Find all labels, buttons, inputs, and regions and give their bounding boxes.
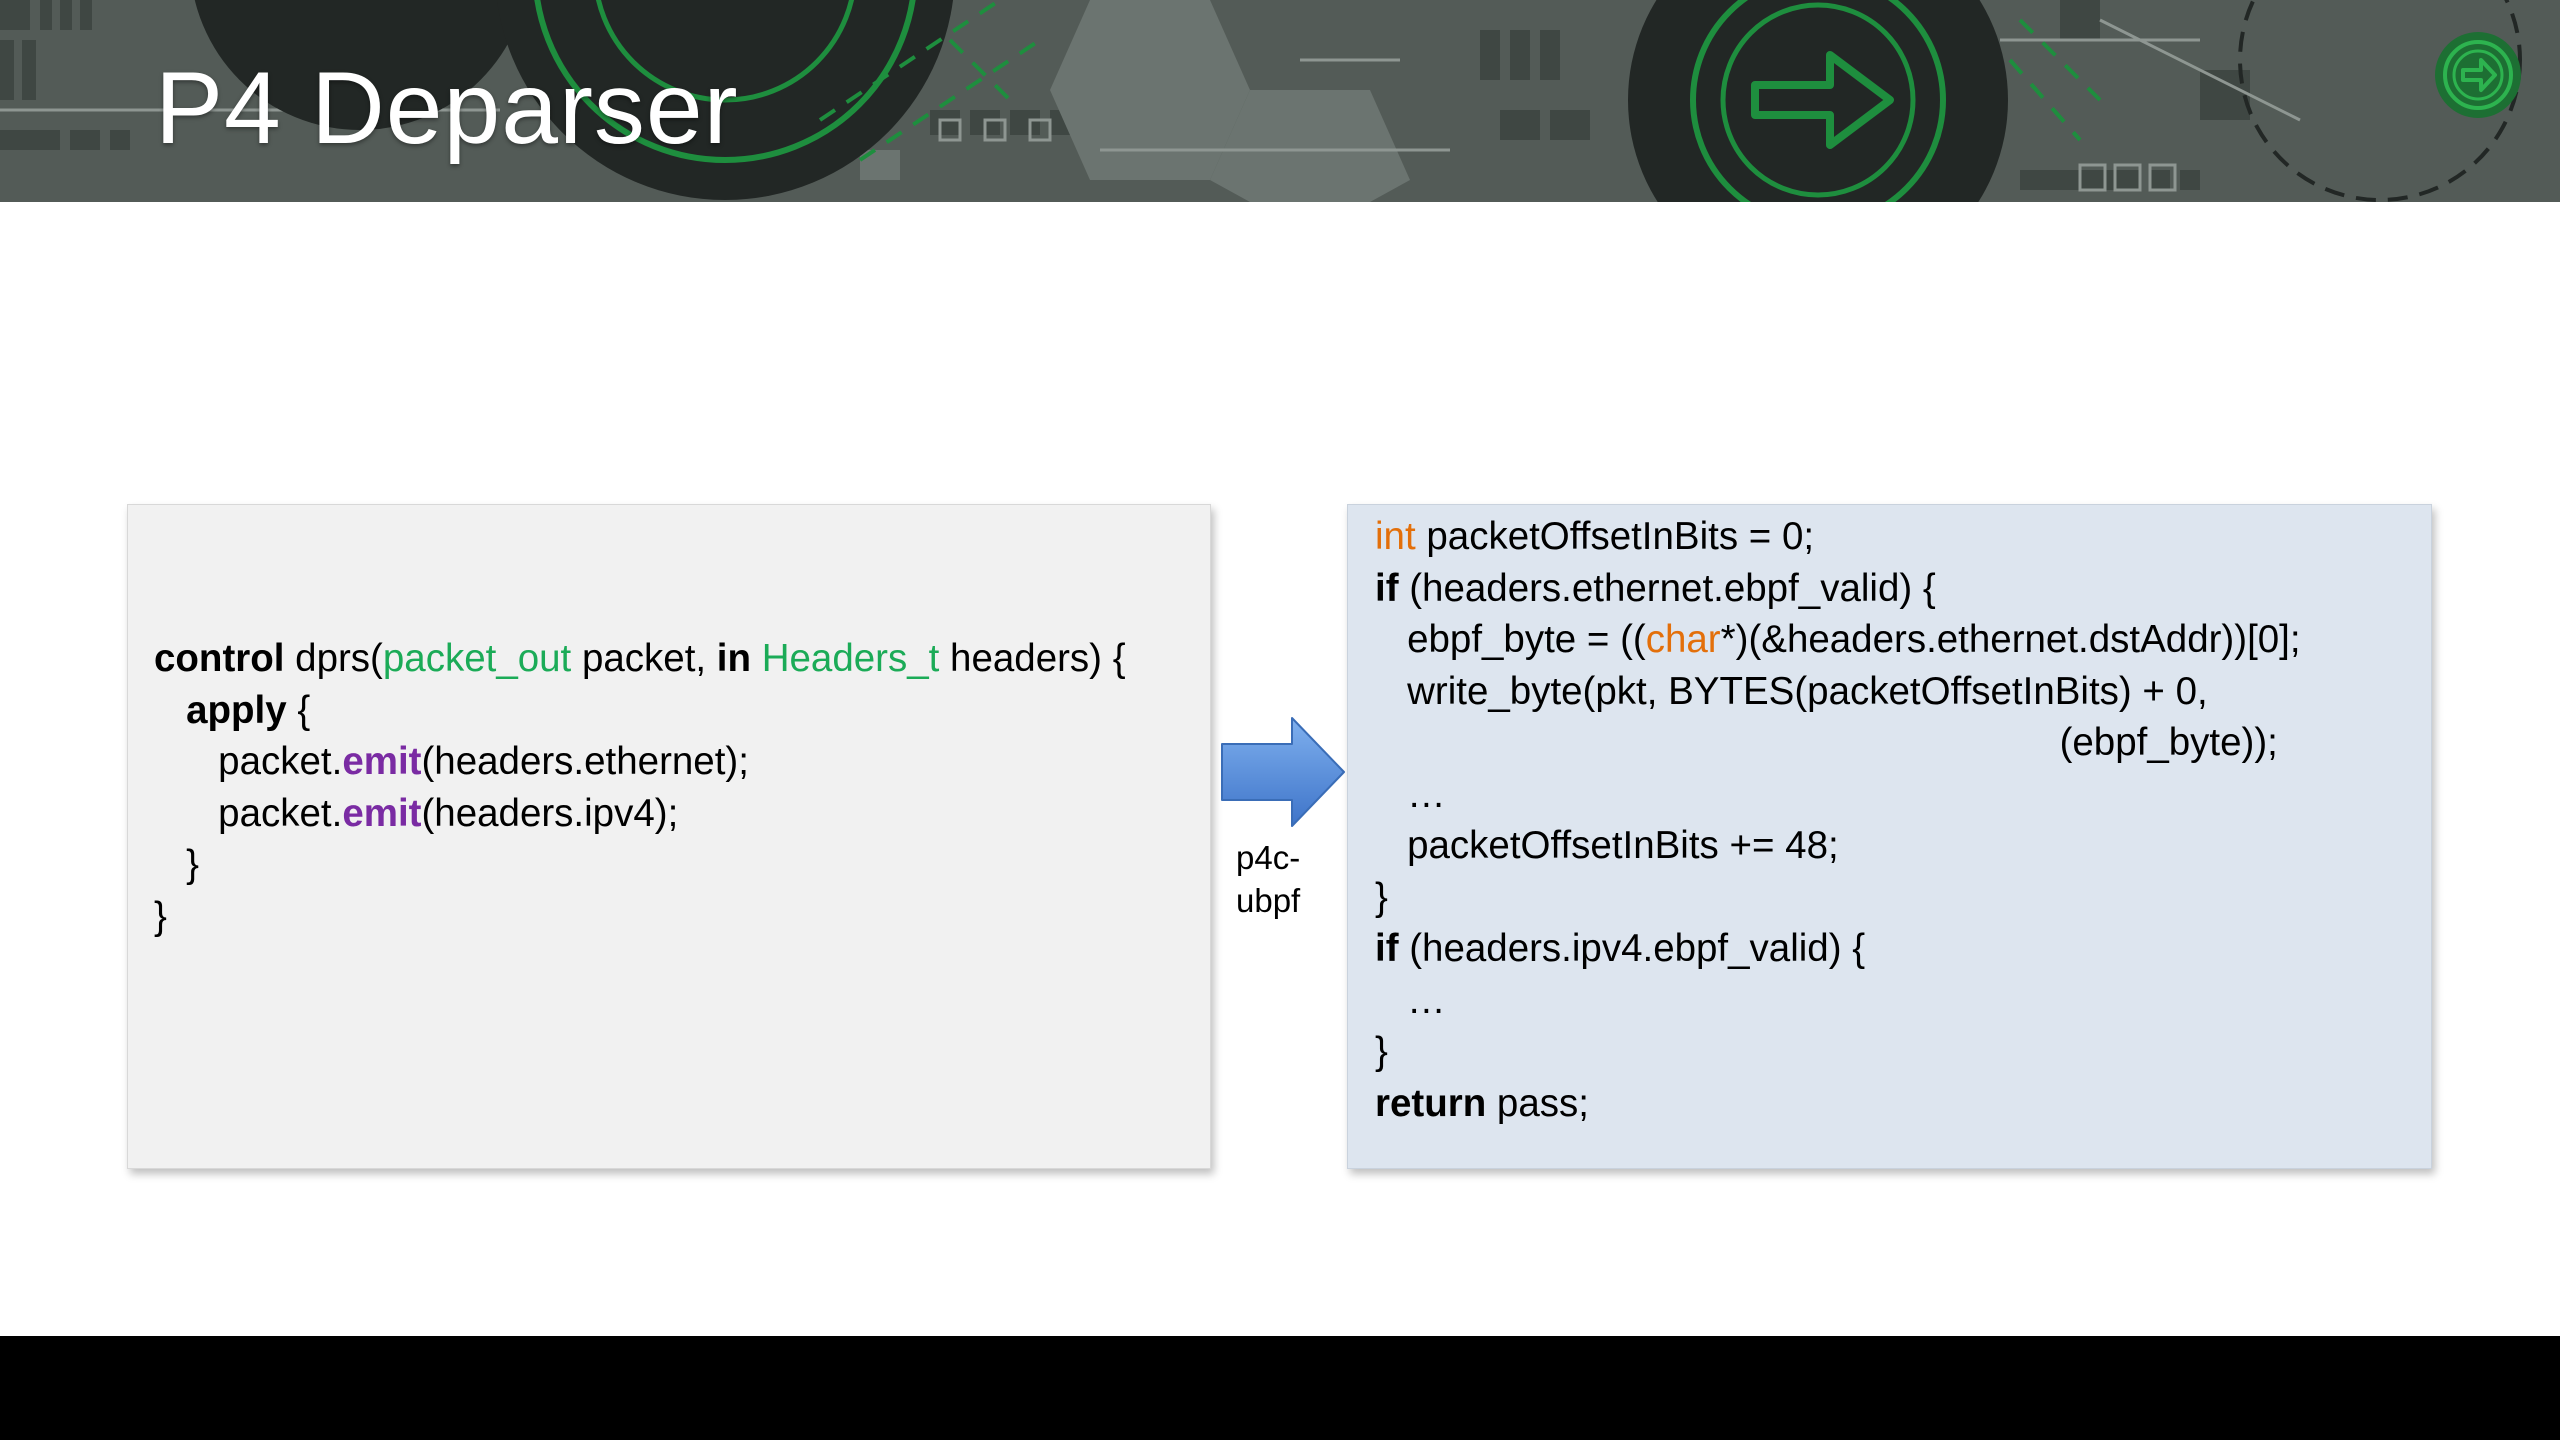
ubpf-generated-code: int packetOffsetInBits = 0;if (headers.e… (1375, 511, 2301, 1129)
p4-code-token: Headers_t (761, 637, 940, 680)
compiler-label-line: ubpf (1236, 882, 1301, 919)
p4-code-token: headers) { (939, 637, 1126, 680)
ubpf-code-token: if (1375, 566, 1399, 610)
p4-code-token: packet_out (382, 637, 572, 680)
p4-deparser-code: control dprs(packet_out packet, in Heade… (154, 633, 1126, 942)
ubpf-code-line: } (1375, 872, 2301, 924)
ubpf-code-token: *)(&headers.ethernet.dstAddr))[0]; (1720, 618, 2301, 661)
p4-code-token (154, 689, 186, 732)
ubpf-code-line: … (1375, 975, 2301, 1027)
ubpf-code-line: int packetOffsetInBits = 0; (1375, 511, 2301, 563)
p4-code-token: } (154, 843, 199, 886)
ubpf-code-token: … (1375, 978, 1446, 1022)
ubpf-code-token: int (1375, 515, 1416, 558)
p4-code-line: apply { (154, 685, 1126, 737)
ubpf-code-line: } (1375, 1026, 2301, 1078)
p4-code-token: emit (342, 791, 422, 835)
p4-code-line: packet.emit(headers.ipv4); (154, 788, 1126, 840)
compiler-label: p4c- ubpf (1236, 836, 1300, 922)
ubpf-code-token: packetOffsetInBits += 48; (1375, 824, 1839, 867)
p4-code-line: control dprs(packet_out packet, in Heade… (154, 633, 1126, 685)
p4-code-line: } (154, 839, 1126, 891)
p4-code-token: (headers.ethernet); (421, 740, 749, 783)
ubpf-code-token: (headers.ipv4.ebpf_valid) { (1398, 927, 1866, 970)
ubpf-code-token: … (1375, 772, 1446, 816)
p4-code-token (751, 637, 762, 680)
bottom-bar (0, 1336, 2560, 1440)
ubpf-code-token: return (1375, 1081, 1487, 1125)
title-banner: P4 Deparser (0, 0, 2560, 202)
ubpf-code-line: packetOffsetInBits += 48; (1375, 820, 2301, 872)
ubpf-code-token: ebpf_byte = (( (1375, 618, 1646, 661)
ubpf-code-token: char (1645, 618, 1721, 661)
ubpf-code-line: return pass; (1375, 1078, 2301, 1130)
p4-code-token: apply (186, 688, 287, 732)
p4-code-token: packet, (571, 637, 717, 680)
ubpf-code-token: (headers.ethernet.ebpf_valid) { (1398, 566, 1936, 610)
ebpf-code-box: int packetOffsetInBits = 0;if (headers.e… (1347, 504, 2432, 1169)
ubpf-code-token: } (1375, 875, 1388, 919)
p4-code-line: packet.emit(headers.ethernet); (154, 736, 1126, 788)
ubpf-code-token: pass; (1486, 1081, 1589, 1125)
p4-code-token: dprs( (284, 637, 383, 680)
ubpf-code-line: (ebpf_byte)); (1375, 717, 2301, 769)
p4-code-token: emit (342, 740, 422, 783)
ubpf-code-line: ebpf_byte = ((char*)(&headers.ethernet.d… (1375, 614, 2301, 666)
right-arrow-icon (1221, 717, 1345, 827)
p4-code-token: in (716, 637, 752, 680)
slide-title: P4 Deparser (155, 51, 739, 165)
compiler-label-line: p4c- (1236, 839, 1301, 876)
p4-code-line: } (154, 891, 1126, 943)
circuit-background (0, 0, 2560, 202)
p4-code-token: control (154, 637, 285, 680)
ubpf-code-line: if (headers.ipv4.ebpf_valid) { (1375, 923, 2301, 975)
p4-code-token: } (154, 894, 167, 938)
p4-code-token: packet. (154, 740, 343, 783)
p4-code-token: { (286, 688, 311, 732)
p4-code-token: packet. (154, 791, 343, 835)
p4-code-box: control dprs(packet_out packet, in Heade… (127, 504, 1211, 1169)
arrow-circle-icon (2435, 32, 2521, 118)
slide: P4 Deparser control dprs(packet_out pack… (0, 0, 2560, 1336)
ubpf-code-token: (ebpf_byte)); (1375, 721, 2278, 764)
p4-code-token: (headers.ipv4); (421, 791, 679, 835)
ubpf-code-token: } (1375, 1030, 1388, 1073)
ubpf-code-token: if (1375, 927, 1399, 970)
ubpf-code-token: write_byte(pkt, BYTES(packetOffsetInBits… (1375, 669, 2208, 713)
ubpf-code-token: packetOffsetInBits = 0; (1415, 515, 1815, 558)
ubpf-code-line: if (headers.ethernet.ebpf_valid) { (1375, 563, 2301, 615)
ubpf-code-line: … (1375, 769, 2301, 821)
ubpf-code-line: write_byte(pkt, BYTES(packetOffsetInBits… (1375, 666, 2301, 718)
